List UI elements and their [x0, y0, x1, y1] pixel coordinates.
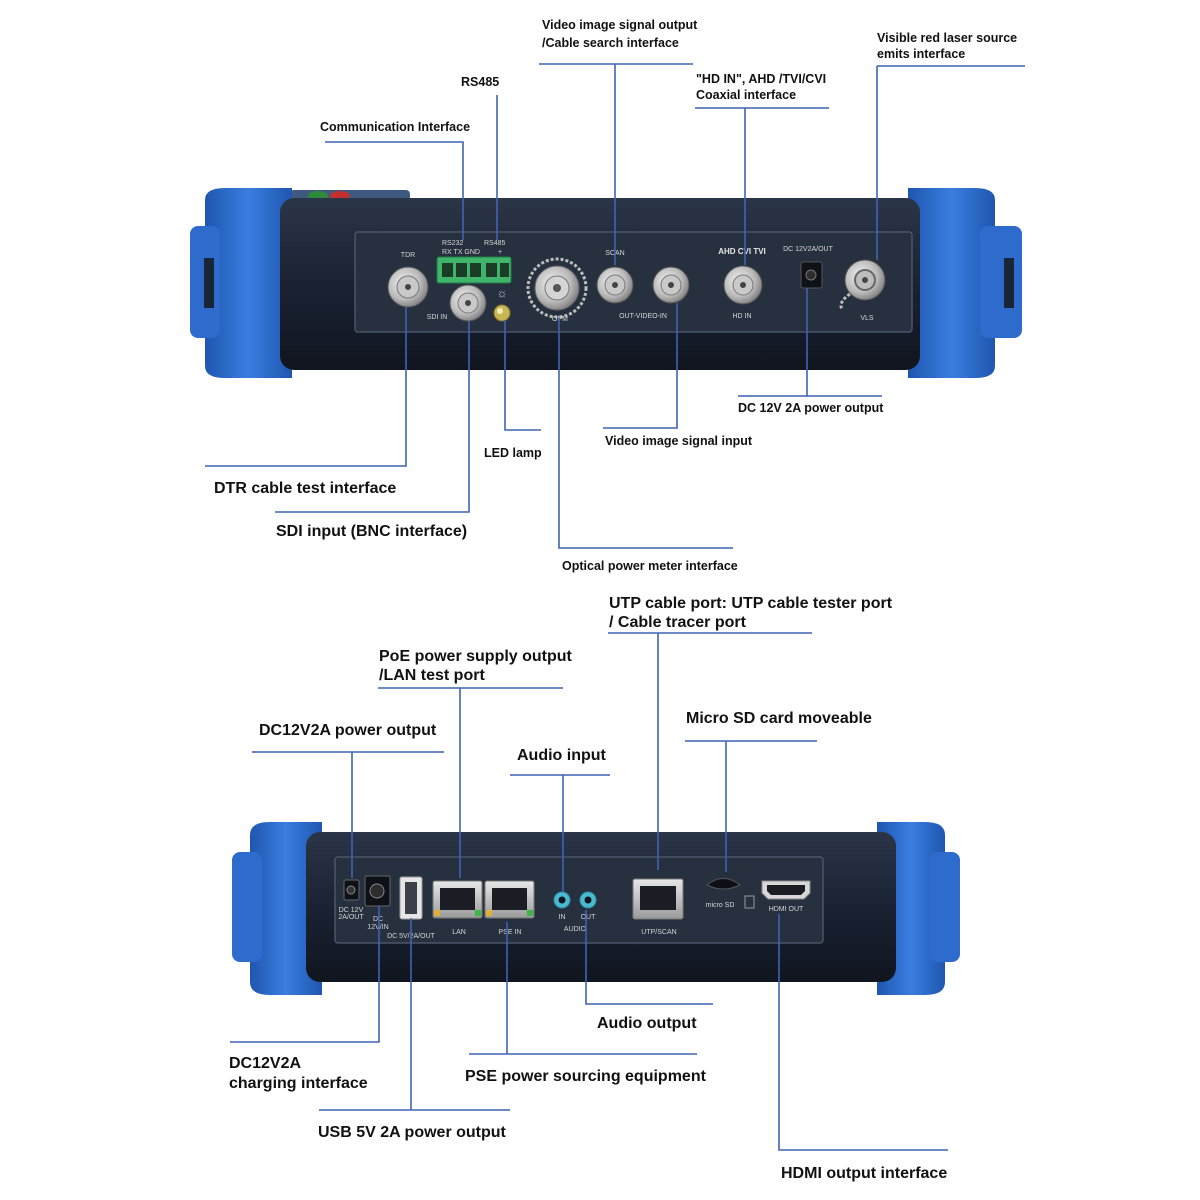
label-led: LED lamp — [484, 446, 542, 460]
bottom-labels: UTP cable port: UTP cable tester port / … — [229, 595, 947, 1182]
label-dc-out-bottom: DC12V2A power output — [259, 722, 437, 739]
pse-in-marking: PSE IN — [499, 929, 522, 936]
dc-out-marking-2: 2A/OUT — [338, 914, 364, 921]
label-video-output-2: /Cable search interface — [542, 36, 679, 50]
ahd-cvi-tvi-marking: AHD CVI TVI — [718, 247, 766, 256]
terminal-block[interactable] — [436, 256, 512, 284]
micro-sd-slot[interactable] — [706, 878, 755, 909]
label-utp-1: UTP cable port: UTP cable tester port — [609, 595, 893, 612]
bottom-left-bumper — [250, 822, 322, 995]
top-leader-lines — [205, 63, 1025, 549]
label-hd-in-1: "HD IN", AHD /TVI/CVI — [696, 72, 826, 86]
label-vls-2: emits interface — [877, 47, 965, 61]
label-micro-sd: Micro SD card moveable — [686, 710, 872, 727]
label-dc-out-top: DC 12V 2A power output — [738, 401, 884, 415]
top-labels: Video image signal output /Cable search … — [214, 18, 1017, 573]
left-bumper — [205, 188, 292, 378]
label-opm: Optical power meter interface — [562, 559, 738, 573]
dc-in-jack[interactable] — [364, 875, 391, 907]
utp-scan-rj45-port[interactable] — [632, 878, 684, 920]
audio-in-jack[interactable] — [553, 891, 571, 909]
label-sdi: SDI input (BNC interface) — [276, 523, 467, 540]
dc-out-marking: DC 12V2A/OUT — [783, 246, 834, 253]
label-hdmi: HDMI output interface — [781, 1165, 947, 1182]
dc-in-marking-1: DC — [373, 916, 383, 923]
right-strap-slot — [1004, 258, 1014, 308]
hd-in-marking: HD IN — [732, 313, 751, 320]
scan-bnc-connector[interactable] — [596, 266, 634, 304]
lan-rj45-port[interactable] — [432, 880, 483, 919]
out-video-in-marking: OUT-VIDEO-IN — [619, 313, 667, 320]
bottom-device: DC 12V 2A/OUT DC 12V/IN DC 5V/2A/OUT LAN — [232, 822, 960, 995]
bottom-right-tab — [930, 852, 960, 962]
lan-marking: LAN — [452, 929, 466, 936]
right-bumper-tab — [980, 226, 1022, 338]
sdi-bnc-connector[interactable] — [449, 284, 487, 322]
bottom-leader-lines — [230, 632, 948, 1151]
utp-scan-marking: UTP/SCAN — [641, 929, 676, 936]
dc-out-marking-1: DC 12V — [339, 907, 364, 914]
label-audio-out: Audio output — [597, 1015, 697, 1032]
label-dtr: DTR cable test interface — [214, 480, 396, 497]
label-poe-1: PoE power supply output — [379, 648, 573, 665]
label-dc-charging-2: charging interface — [229, 1075, 368, 1092]
label-vls-1: Visible red laser source — [877, 31, 1017, 45]
rs232-marking: RS232 — [442, 240, 464, 247]
label-video-input: Video image signal input — [605, 434, 753, 448]
vls-marking: VLS — [860, 315, 874, 322]
left-strap-slot — [204, 258, 214, 308]
bulb-icon: ☼ — [497, 286, 508, 300]
dc-out-jack[interactable] — [800, 261, 823, 289]
label-dc-charging-1: DC12V2A — [229, 1055, 301, 1072]
opm-marking: OPM — [552, 316, 568, 323]
right-bumper — [908, 188, 995, 378]
bottom-port-panel — [334, 856, 824, 944]
audio-in-marking: IN — [559, 914, 566, 921]
led-lamp — [493, 304, 511, 322]
dc-out-small-jack[interactable] — [343, 879, 360, 901]
label-pse: PSE power sourcing equipment — [465, 1068, 707, 1085]
hd-in-bnc-connector[interactable] — [723, 265, 763, 305]
sdi-in-marking: SDI IN — [427, 314, 448, 321]
label-video-output-1: Video image signal output — [542, 18, 698, 32]
label-utp-2: / Cable tracer port — [609, 614, 747, 631]
bottom-left-tab — [232, 852, 262, 962]
hdmi-out-marking: HDMI OUT — [769, 906, 804, 913]
hdmi-out-port[interactable] — [761, 880, 811, 900]
label-usb: USB 5V 2A power output — [318, 1124, 507, 1141]
vls-connector[interactable] — [839, 259, 886, 311]
label-rs485: RS485 — [461, 75, 499, 89]
audio-marking: AUDIO — [564, 926, 587, 933]
audio-out-jack[interactable] — [579, 891, 597, 909]
top-device: TDR RS232 RS485 RX TX GND + SDI IN ☼ — [190, 188, 1022, 378]
label-hd-in-2: Coaxial interface — [696, 88, 796, 102]
tdr-bnc-connector[interactable] — [387, 266, 429, 308]
pse-in-rj45-port[interactable] — [484, 880, 535, 919]
video-in-bnc-connector[interactable] — [652, 266, 690, 304]
rs485-marking: RS485 — [484, 240, 506, 247]
label-poe-2: /LAN test port — [379, 667, 485, 684]
plus-marking: + — [498, 249, 502, 256]
rxtxgnd-marking: RX TX GND — [442, 249, 480, 256]
label-communication: Communication Interface — [320, 120, 470, 134]
label-audio-in: Audio input — [517, 747, 607, 764]
usb-port[interactable] — [399, 876, 423, 920]
micro-sd-marking: micro SD — [706, 902, 735, 909]
opm-connector[interactable] — [526, 257, 588, 319]
dc-in-marking-2: 12V/IN — [367, 924, 388, 931]
tdr-marking: TDR — [401, 252, 415, 259]
audio-out-marking: OUT — [581, 914, 597, 921]
